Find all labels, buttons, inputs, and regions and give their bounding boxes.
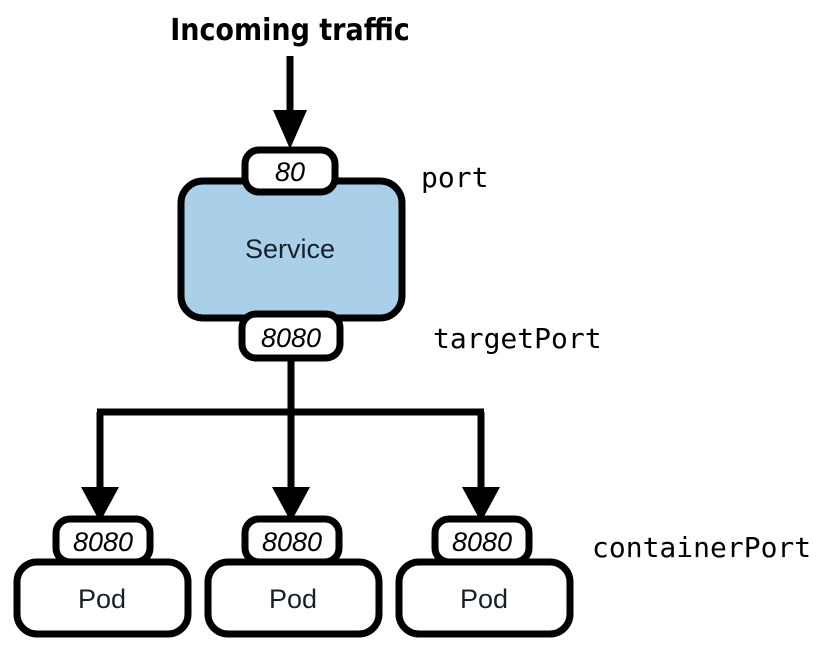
containerport-annotation-label: containerPort (592, 531, 811, 564)
incoming-traffic-arrow-head (273, 110, 307, 149)
pod-label-3: Pod (460, 584, 508, 614)
pod-label-1: Pod (78, 584, 126, 614)
incoming-traffic-arrow (273, 56, 307, 149)
service-port-badge[interactable]: 80 (241, 146, 339, 196)
pod-containerport-badge-box-1[interactable] (52, 515, 154, 566)
targetport-annotation-label: targetPort (433, 322, 602, 355)
fanout-arrow-head-middle (272, 487, 310, 522)
service-port-badge-box[interactable] (241, 146, 339, 196)
service-targetport-badge[interactable]: 8080 (238, 310, 344, 362)
service-targetport-value: 8080 (261, 323, 321, 353)
port-annotation-label: port (421, 161, 488, 194)
fanout-arrow-head-left (81, 487, 119, 522)
service-label: Service (245, 234, 335, 264)
service-port-value: 80 (275, 157, 305, 187)
fanout-arrow-head-right (462, 487, 500, 522)
service-to-pods-connectors (81, 358, 500, 522)
pod-containerport-value-2: 8080 (262, 527, 322, 557)
pod-node-1[interactable]: Pod 8080 (13, 515, 192, 638)
pod-containerport-value-1: 8080 (73, 527, 133, 557)
pod-containerport-value-3: 8080 (452, 527, 512, 557)
pod-node-3[interactable]: Pod 8080 (395, 515, 574, 638)
diagram-title: Incoming traffic (170, 13, 410, 48)
pod-label-2: Pod (269, 584, 317, 614)
pod-node-2[interactable]: Pod 8080 (204, 515, 383, 638)
pod-containerport-badge-box-2[interactable] (241, 515, 343, 566)
pod-containerport-badge-box-3[interactable] (431, 515, 533, 566)
